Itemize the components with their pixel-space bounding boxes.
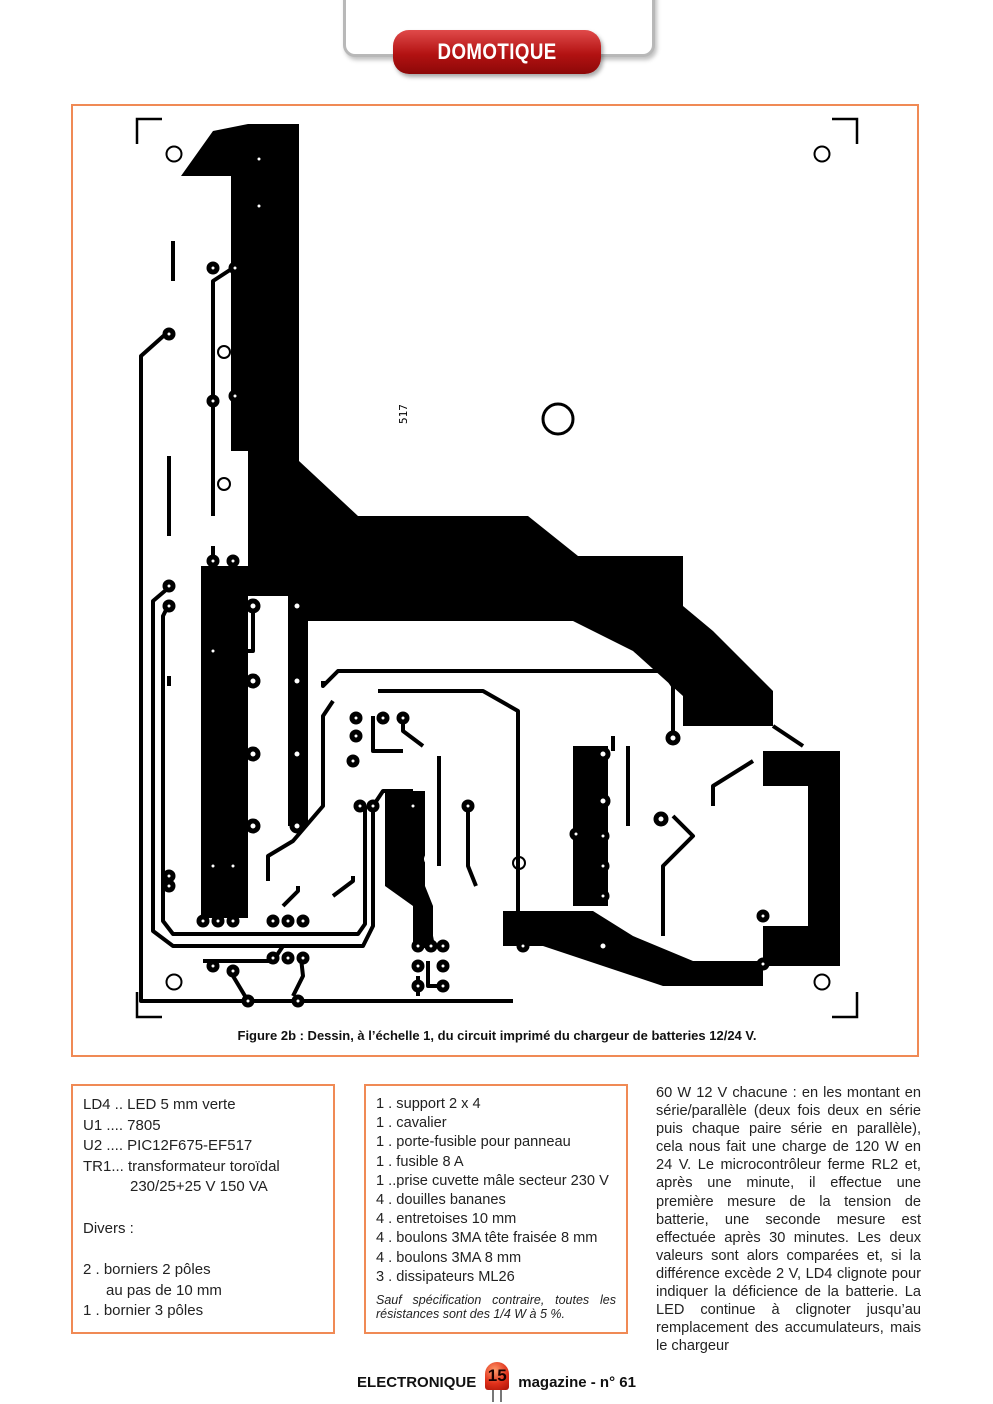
page-footer: ELECTRONIQUE 15 magazine - n° 61 xyxy=(0,1362,993,1402)
copper-pours xyxy=(181,124,840,986)
parts-row: 4 . douilles bananes xyxy=(376,1192,506,1209)
led-leg-icon xyxy=(500,1390,503,1402)
parts-row: 4 . boulons 3MA tête fraisée 8 mm xyxy=(376,1230,598,1247)
parts-row: 4 . entretoises 10 mm xyxy=(376,1211,517,1228)
pcb-drawing: 517 xyxy=(135,117,859,1043)
resistor-note: Sauf spécification contraire, toutes les… xyxy=(376,1293,616,1322)
parts-row: 1 . fusible 8 A xyxy=(376,1153,464,1170)
footer-magazine-name: ELECTRONIQUE xyxy=(357,1373,477,1391)
parts-row: 1 . support 2 x 4 xyxy=(376,1096,481,1112)
parts-row: au pas de 10 mm xyxy=(106,1281,222,1299)
parts-row: U1 .... 7805 xyxy=(83,1116,161,1134)
parts-row: 1 . porte-fusible pour panneau xyxy=(376,1134,571,1151)
parts-row: U2 .... PIC12F675-EF517 xyxy=(83,1137,253,1154)
parts-list-1: LD4 .. LED 5 mm verte U1 .... 7805 U2 ..… xyxy=(71,1084,335,1334)
led-page-badge: 15 xyxy=(484,1362,510,1402)
body-paragraph: 60 W 12 V chacune : en les montant en sé… xyxy=(656,1085,921,1355)
divers-title: Divers : xyxy=(83,1219,134,1237)
parts-row: 2 . borniers 2 pôles xyxy=(83,1261,211,1278)
footer-issue: magazine - n° 61 xyxy=(518,1373,636,1391)
pcb-figure: 517 xyxy=(71,104,919,1057)
section-label: DOMOTIQUE xyxy=(393,30,601,74)
center-hole xyxy=(424,853,436,865)
parts-row: 4 . boulons 3MA 8 mm xyxy=(376,1249,522,1266)
section-title: DOMOTIQUE xyxy=(437,39,557,64)
parts-row: 3 . dissipateurs ML26 xyxy=(376,1268,515,1285)
parts-row: 230/25+25 V 150 VA xyxy=(130,1178,268,1195)
parts-row: TR1... transformateur toroïdal xyxy=(83,1157,280,1175)
pads xyxy=(162,152,770,1008)
parts-list-2: 1 . support 2 x 4 1 . cavalier 1 . porte… xyxy=(364,1084,628,1334)
parts-row: 1 . cavalier xyxy=(376,1115,447,1132)
figure-caption: Figure 2b : Dessin, à l’échelle 1, du ci… xyxy=(237,1028,757,1043)
copper-traces xyxy=(139,136,805,1003)
parts-row: 1 ..prise cuvette mâle secteur 230 V xyxy=(376,1172,609,1189)
board-mark: 517 xyxy=(397,404,410,424)
led-leg-icon xyxy=(492,1390,495,1402)
parts-row: 1 . bornier 3 pôles xyxy=(83,1302,204,1319)
body-text: 60 W 12 V chacune : en les montant en sé… xyxy=(656,1084,921,1355)
corner-marks xyxy=(135,117,859,1019)
page-number: 15 xyxy=(485,1362,510,1390)
parts-row: LD4 .. LED 5 mm verte xyxy=(83,1096,236,1113)
